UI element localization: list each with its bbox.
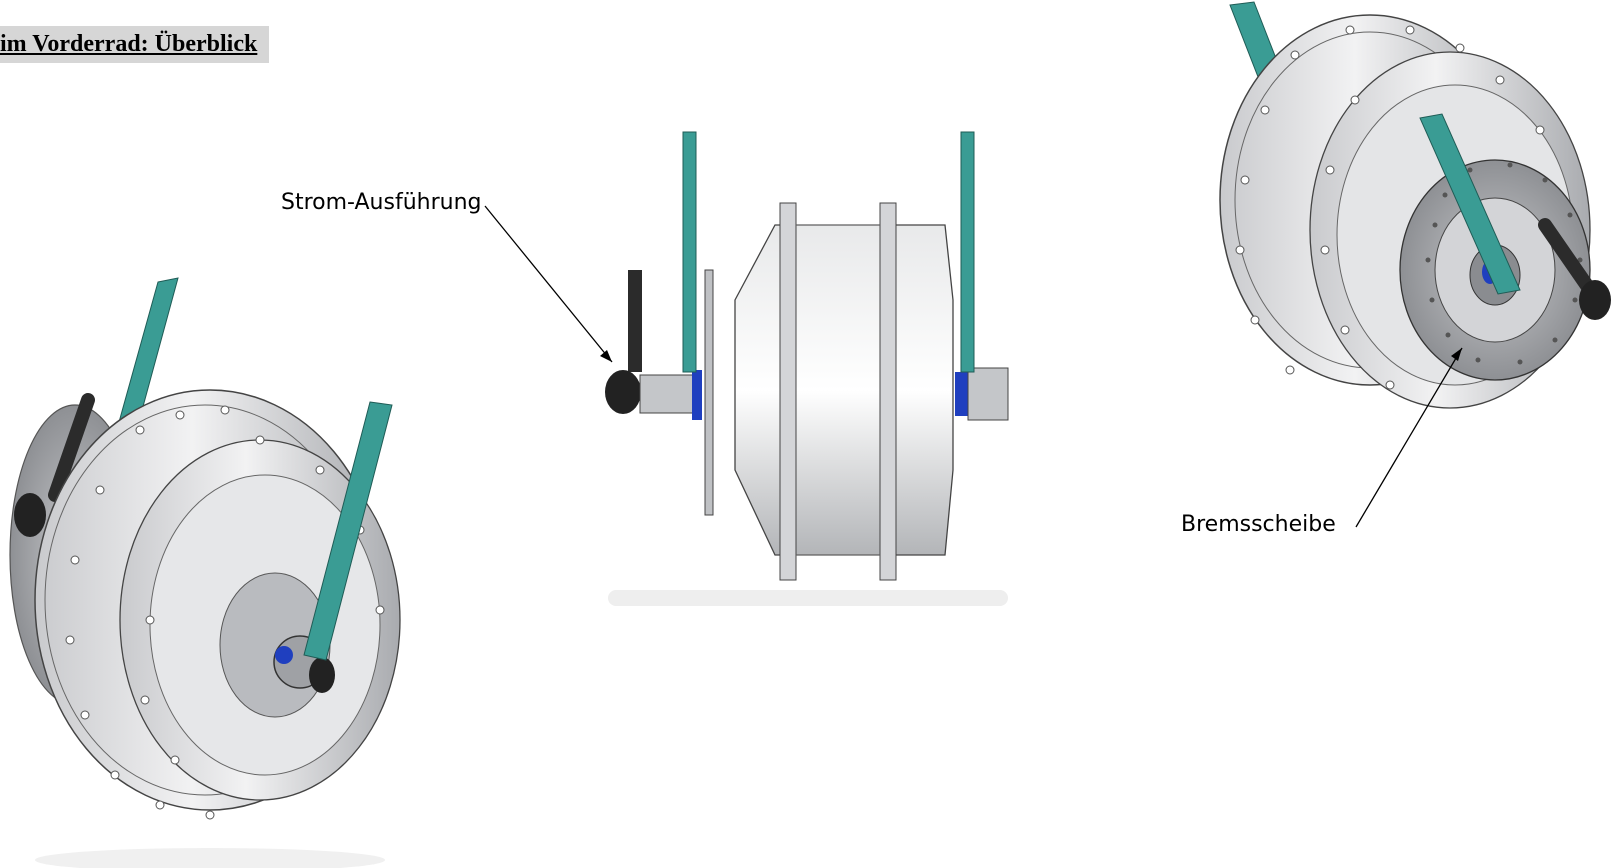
torque-arm-center-left	[682, 131, 697, 373]
pointer-strom	[484, 205, 613, 363]
hub-right-view	[1219, 1, 1611, 409]
hub-left-view	[9, 277, 401, 868]
hub-center-view	[605, 131, 1009, 606]
label-bremsscheibe: Bremsscheibe	[1181, 512, 1336, 537]
label-strom-ausfuehrung: Strom-Ausführung	[281, 190, 482, 215]
torque-arm-right-front	[1419, 113, 1521, 295]
cable-plug-right	[1579, 280, 1611, 320]
torque-arm-center-right	[960, 131, 975, 373]
cable-center	[628, 270, 642, 372]
cable-plug-center	[605, 370, 641, 414]
cable-left	[48, 393, 95, 502]
cable-right	[1538, 218, 1597, 297]
cable-plug-left	[14, 493, 46, 537]
hub-shell-center	[734, 224, 954, 556]
brake-disc-center	[704, 269, 714, 516]
pointer-bremsscheibe	[1355, 347, 1463, 528]
torque-arm-left-front	[303, 401, 393, 661]
page-title: im Vorderrad: Überblick	[0, 26, 270, 63]
